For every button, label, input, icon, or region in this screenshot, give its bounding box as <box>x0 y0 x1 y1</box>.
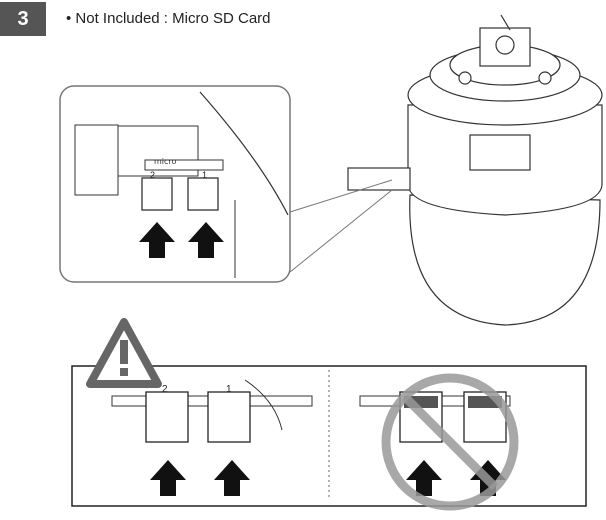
slot-label-1: 1 <box>202 170 207 180</box>
step-number-badge: 3 <box>0 2 46 36</box>
slot-label-2: 2 <box>150 170 155 180</box>
prohibited-icon <box>381 373 519 511</box>
comparison-box: 2 1 <box>71 365 587 511</box>
camera-illustration <box>347 14 603 326</box>
slot-label-1: 1 <box>226 384 232 395</box>
slot-label-2: 2 <box>162 384 168 395</box>
not-included-note: • Not Included : Micro SD Card <box>66 10 271 27</box>
micro-sd-logo: micro <box>154 157 177 166</box>
warning-icon <box>86 318 162 388</box>
zoom-detail-box: micro 2 1 <box>59 85 291 283</box>
